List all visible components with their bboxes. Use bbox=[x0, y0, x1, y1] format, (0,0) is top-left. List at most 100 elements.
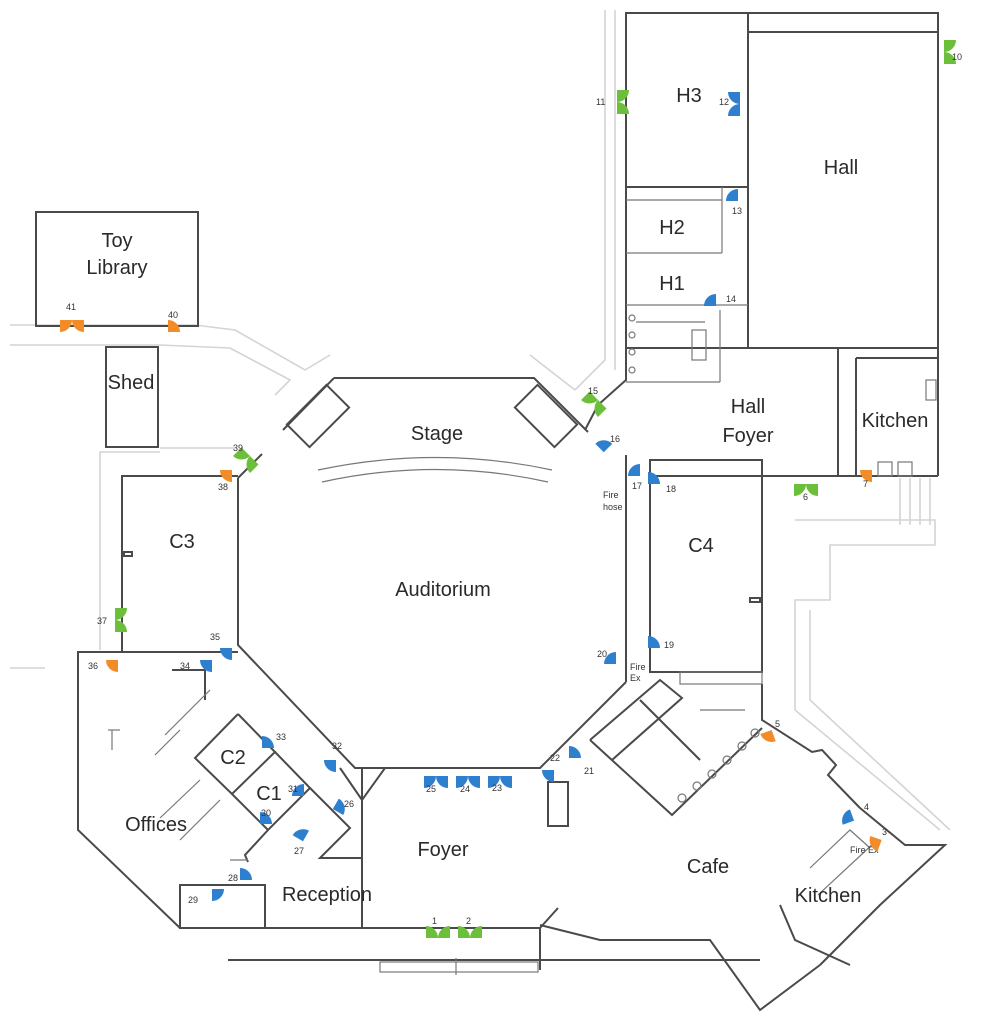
door-number-22: 22 bbox=[550, 753, 560, 763]
door-leaf-icon bbox=[760, 729, 776, 742]
door-1-swing-icon bbox=[426, 926, 450, 938]
door-leaf-icon bbox=[594, 400, 607, 417]
fire-ex-19-note-line1: Fire bbox=[630, 662, 646, 672]
door-number-34: 34 bbox=[180, 661, 190, 671]
h2-label: H2 bbox=[659, 217, 685, 239]
door-11-swing-icon bbox=[617, 90, 629, 114]
toy-library-label-line1: Toy bbox=[101, 230, 132, 252]
hall-foyer-label-line2: Foyer bbox=[722, 425, 773, 447]
door-19-swing-icon bbox=[648, 636, 660, 648]
door-10-swing-icon bbox=[944, 40, 956, 64]
offices-block bbox=[77, 651, 386, 929]
door-leaf-icon bbox=[617, 90, 629, 102]
door-leaf-icon bbox=[728, 92, 740, 104]
door-number-13: 13 bbox=[732, 206, 742, 216]
door-number-28: 28 bbox=[228, 873, 238, 883]
door-22-swing-icon bbox=[542, 770, 554, 782]
door-33-swing-icon bbox=[262, 736, 274, 748]
foyer-label: Foyer bbox=[417, 839, 468, 861]
c3-room bbox=[121, 475, 238, 653]
door-number-12: 12 bbox=[719, 97, 729, 107]
room-labels: Toy Library Shed Stage Auditorium C3 C4 … bbox=[86, 85, 928, 907]
door-leaf-icon bbox=[726, 189, 738, 201]
door-leaf-icon bbox=[860, 470, 872, 482]
door-leaf-icon bbox=[332, 798, 345, 815]
door-leaf-icon bbox=[581, 391, 598, 404]
door-leaf-icon bbox=[944, 52, 956, 64]
door-31-swing-icon bbox=[292, 784, 304, 796]
door-leaf-icon bbox=[212, 889, 224, 901]
door-number-37: 37 bbox=[97, 616, 107, 626]
door-25-swing-icon bbox=[424, 776, 448, 788]
door-35-swing-icon bbox=[220, 648, 232, 660]
door-13-swing-icon bbox=[726, 189, 738, 201]
hall-foyer-label-line1: Hall bbox=[731, 396, 765, 418]
door-12-swing-icon bbox=[728, 92, 740, 116]
h3-label: H3 bbox=[676, 85, 702, 107]
door-leaf-icon bbox=[500, 776, 512, 788]
door-16-swing-icon bbox=[595, 440, 613, 453]
door-leaf-icon bbox=[424, 776, 436, 788]
door-leaf-icon bbox=[794, 484, 806, 496]
h1-label: H1 bbox=[659, 273, 685, 295]
shed-label: Shed bbox=[108, 372, 155, 394]
toy-library bbox=[35, 211, 199, 327]
door-leaf-icon bbox=[324, 760, 336, 772]
door-leaf-icon bbox=[260, 812, 272, 824]
door-leaf-icon bbox=[628, 464, 640, 476]
door-28-swing-icon bbox=[240, 868, 252, 880]
door-leaf-icon bbox=[115, 608, 127, 620]
door-leaf-icon bbox=[456, 776, 468, 788]
shed bbox=[105, 346, 159, 448]
foyer-cafe-block bbox=[228, 678, 948, 1012]
door-leaf-icon bbox=[436, 776, 448, 788]
reception-label: Reception bbox=[282, 884, 372, 906]
hall-foyer-block bbox=[584, 347, 939, 477]
door-30-swing-icon bbox=[260, 812, 272, 824]
kitchen-north-label: Kitchen bbox=[862, 410, 929, 432]
doors-layer bbox=[60, 40, 956, 938]
door-number-14: 14 bbox=[726, 294, 736, 304]
c2-label: C2 bbox=[220, 747, 246, 769]
toy-library-label-line2: Library bbox=[86, 257, 147, 279]
door-leaf-icon bbox=[728, 104, 740, 116]
door-number-33: 33 bbox=[276, 732, 286, 742]
door-18-swing-icon bbox=[648, 472, 660, 484]
door-27-swing-icon bbox=[292, 829, 309, 842]
door-leaf-icon bbox=[220, 470, 232, 482]
door-23-swing-icon bbox=[488, 776, 512, 788]
door-34-swing-icon bbox=[200, 660, 212, 672]
door-leaf-icon bbox=[648, 636, 660, 648]
door-number-15: 15 bbox=[588, 386, 598, 396]
cafe-label: Cafe bbox=[687, 856, 729, 878]
door-leaf-icon bbox=[292, 784, 304, 796]
offices-label: Offices bbox=[125, 814, 187, 836]
door-number-41: 41 bbox=[66, 302, 76, 312]
fire-ex-19-note-line2: Ex bbox=[630, 673, 641, 683]
door-leaf-icon bbox=[233, 447, 250, 460]
door-number-10: 10 bbox=[952, 52, 962, 62]
door-number-5: 5 bbox=[775, 719, 780, 729]
fire-hose-note-line2: hose bbox=[603, 502, 623, 512]
door-leaf-icon bbox=[292, 829, 309, 842]
door-number-32: 32 bbox=[332, 741, 342, 751]
door-leaf-icon bbox=[72, 320, 84, 332]
notes: Fire hose Fire Ex Fire Ex bbox=[603, 490, 879, 855]
door-number-31: 31 bbox=[288, 784, 298, 794]
door-number-21: 21 bbox=[584, 766, 594, 776]
door-number-7: 7 bbox=[863, 479, 868, 489]
door-leaf-icon bbox=[262, 736, 274, 748]
door-number-24: 24 bbox=[460, 784, 470, 794]
door-17-swing-icon bbox=[628, 464, 640, 476]
door-2-swing-icon bbox=[458, 926, 482, 938]
door-number-2: 2 bbox=[466, 916, 471, 926]
door-20-swing-icon bbox=[604, 652, 616, 664]
door-number-11: 11 bbox=[596, 97, 605, 107]
door-leaf-icon bbox=[944, 40, 956, 52]
door-leaf-icon bbox=[168, 320, 180, 332]
door-leaf-icon bbox=[604, 652, 616, 664]
door-40-swing-icon bbox=[168, 320, 180, 332]
door-leaf-icon bbox=[470, 926, 482, 938]
door-leaf-icon bbox=[220, 648, 232, 660]
door-number-17: 17 bbox=[632, 481, 642, 491]
